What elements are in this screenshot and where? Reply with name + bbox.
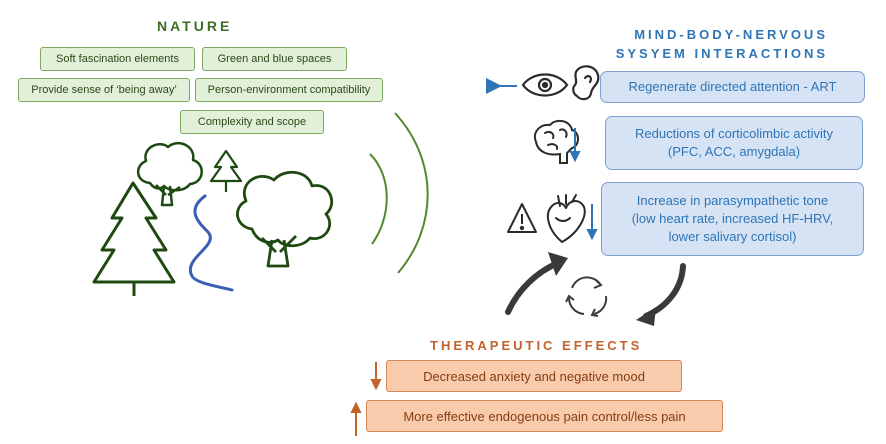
- attention-box: Regenerate directed attention - ART: [600, 71, 865, 103]
- down-arrow-icon: [569, 128, 581, 163]
- corticolimbic-box-line1: Reductions of corticolimbic activity: [635, 126, 833, 141]
- mind-body-title-line1: MIND-BODY-NERVOUS: [634, 27, 828, 42]
- cycle-arrow-left-icon: [505, 252, 568, 315]
- refresh-cycle-icon: [565, 276, 608, 317]
- nature-title: NATURE: [157, 18, 233, 34]
- nature-item-being-away: Provide sense of ‘being away’: [18, 78, 190, 102]
- parasympathetic-box: Increase in parasympathetic tone (low he…: [601, 182, 864, 256]
- pain-control-box: More effective endogenous pain control/l…: [366, 400, 723, 432]
- down-arrow-orange-icon: [370, 362, 382, 391]
- corticolimbic-box-line2: (PFC, ACC, amygdala): [667, 144, 801, 159]
- down-arrow-icon-2: [586, 204, 598, 241]
- heart-icon: [546, 194, 586, 243]
- nature-item-complexity-scope: Complexity and scope: [180, 110, 324, 134]
- cycle-arrow-right-icon: [636, 263, 686, 326]
- brain-icon: [534, 119, 579, 164]
- pine-tree-large-icon: [92, 181, 176, 296]
- corticolimbic-box: Reductions of corticolimbic activity (PF…: [605, 116, 863, 170]
- round-tree-large-icon: [236, 171, 333, 268]
- parasympathetic-box-line2: (low heart rate, increased HF-HRV,: [631, 211, 834, 226]
- ear-icon: [572, 65, 600, 101]
- parasympathetic-box-line1: Increase in parasympathetic tone: [636, 193, 829, 208]
- nature-item-green-blue-spaces: Green and blue spaces: [202, 47, 347, 71]
- pine-tree-small-icon: [209, 149, 243, 192]
- nature-item-soft-fascination: Soft fascination elements: [40, 47, 195, 71]
- eye-icon: [521, 73, 569, 97]
- attention-box-text: Regenerate directed attention - ART: [628, 79, 837, 94]
- parasympathetic-box-line3: lower salivary cortisol): [668, 229, 797, 244]
- up-arrow-orange-icon: [350, 401, 362, 436]
- round-tree-small-icon: [137, 142, 203, 207]
- therapeutic-effects-title: THERAPEUTIC EFFECTS: [430, 338, 643, 353]
- mind-body-title-line2: SYSYEM INTERACTIONS: [615, 46, 828, 61]
- nature-item-person-environment: Person-environment compatibility: [195, 78, 383, 102]
- mind-body-title: MIND-BODY-NERVOUS SYSYEM INTERACTIONS: [616, 25, 828, 63]
- wave-large-icon: [394, 112, 429, 274]
- warning-icon: [507, 203, 537, 233]
- anxiety-box: Decreased anxiety and negative mood: [386, 360, 682, 392]
- wave-small-icon: [369, 153, 388, 245]
- river-icon: [188, 194, 234, 292]
